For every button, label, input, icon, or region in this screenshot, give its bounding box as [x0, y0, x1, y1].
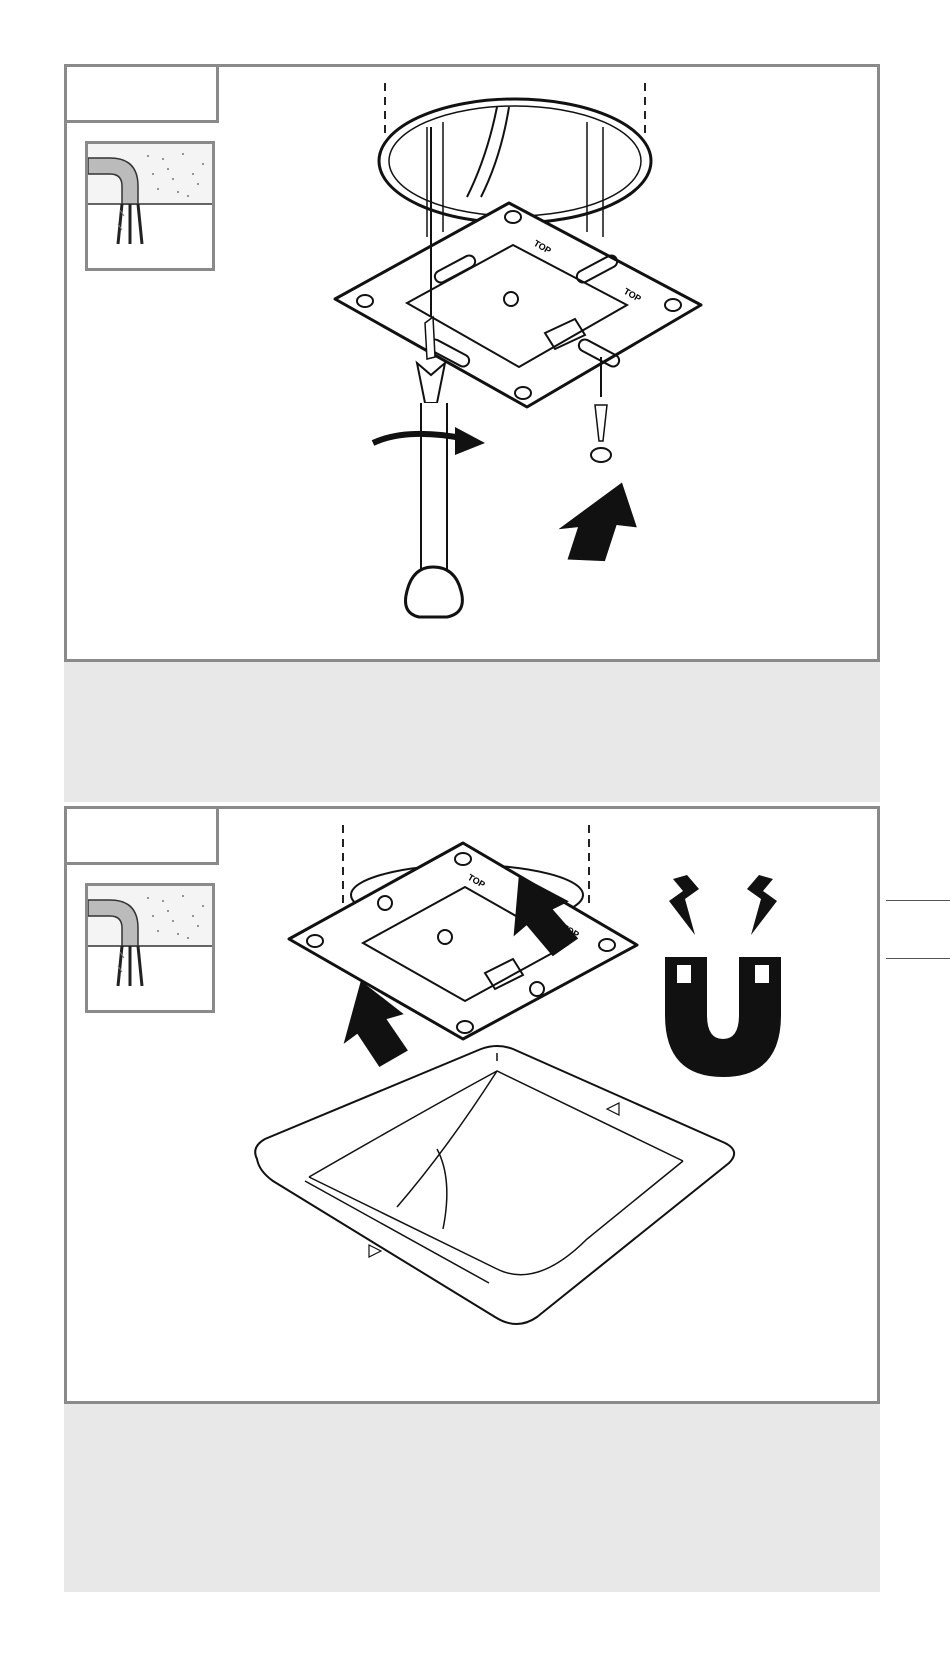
sensor-cover [255, 1046, 734, 1324]
mounting-plate-illustration: TOP TOP [67, 67, 877, 659]
edge-mark [886, 900, 950, 901]
lightning-icon [747, 875, 777, 935]
mounting-plate: TOP TOP [335, 203, 701, 407]
edge-mark [886, 958, 950, 959]
step-panel-mounting-plate: TOP TOP [64, 64, 880, 662]
screw-icon [591, 357, 611, 462]
lightning-icon [669, 875, 699, 935]
cover-attach-illustration: TOP TOP [67, 809, 877, 1401]
magnet-icon [665, 957, 781, 1077]
step-caption [64, 662, 880, 802]
step-caption [64, 1404, 880, 1592]
up-arrow-icon [550, 468, 648, 576]
step-panel-attach-cover: TOP TOP [64, 806, 880, 1404]
mounting-plate: TOP TOP [289, 843, 637, 1039]
